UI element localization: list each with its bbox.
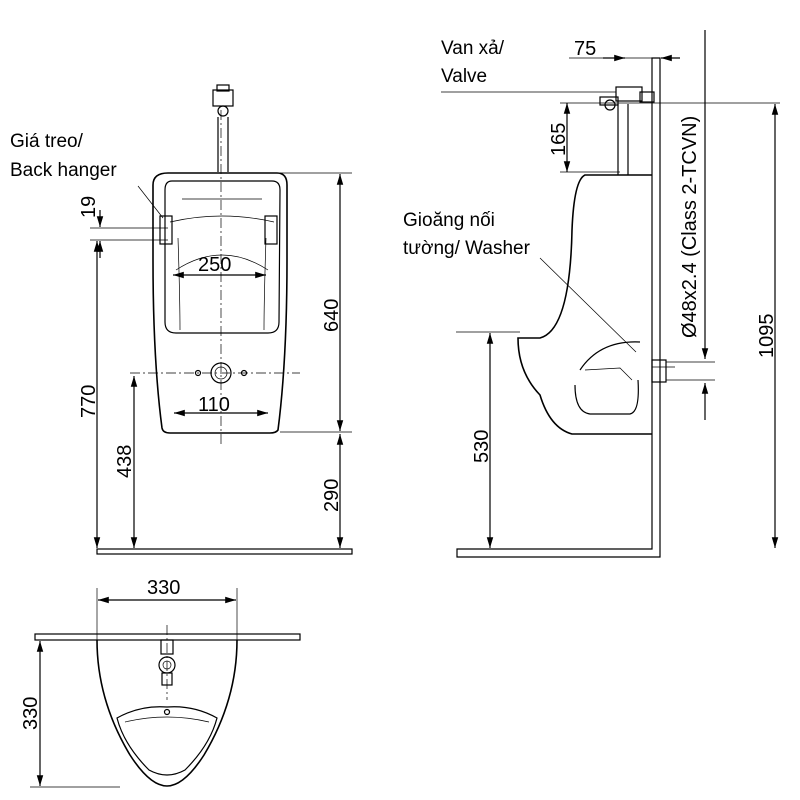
- dim-front-290: 290: [321, 479, 343, 512]
- dim-side-530: 530: [471, 430, 493, 463]
- dim-front-640: 640: [321, 299, 343, 332]
- dim-front-250: 250: [198, 254, 231, 276]
- label-back-hanger-2: Back hanger: [10, 160, 117, 181]
- side-outlet: [651, 359, 667, 383]
- front-urinal-body: [152, 172, 288, 434]
- dim-side-165: 165: [548, 123, 570, 156]
- front-urinal-inner: [164, 180, 281, 334]
- top-wall: [34, 633, 301, 641]
- top-urinal-body: [96, 639, 238, 787]
- top-view: 330 330: [20, 577, 301, 788]
- side-view: 75 165 1095 530 Ø48x2.4 (Class 2-TCVN) V…: [403, 30, 780, 558]
- dim-front-438: 438: [114, 445, 136, 478]
- front-view: 250 110 19 770 438 640 290 Giá treo/ Bac…: [10, 84, 353, 555]
- dim-top-330-width: 330: [147, 577, 180, 599]
- front-hanger-left: [159, 215, 173, 245]
- side-urinal-body: [517, 174, 652, 435]
- dim-side-1095: 1095: [756, 314, 778, 359]
- dim-side-75: 75: [574, 38, 596, 60]
- label-valve-2: Valve: [441, 66, 487, 87]
- label-pipe-spec: Ø48x2.4 (Class 2-TCVN): [679, 116, 701, 338]
- label-washer-1: Gioăng nối: [403, 210, 495, 231]
- front-top-valve: [212, 84, 234, 172]
- front-hanger-right: [264, 215, 278, 245]
- label-back-hanger-1: Giá treo/: [10, 131, 84, 152]
- label-valve-1: Van xả/: [441, 38, 505, 59]
- front-floor: [96, 548, 353, 555]
- dim-top-330-depth: 330: [20, 697, 42, 730]
- dim-front-110: 110: [198, 394, 230, 416]
- side-valve: [599, 86, 655, 175]
- dim-front-770: 770: [78, 385, 100, 418]
- label-washer-2: tường/ Washer: [403, 238, 531, 259]
- dim-front-19: 19: [78, 196, 100, 218]
